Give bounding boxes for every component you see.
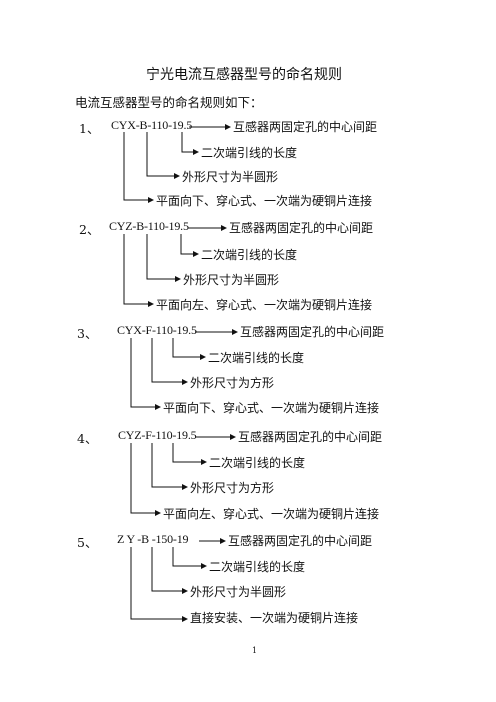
- bracket-shape: [151, 338, 188, 385]
- desc-lead-length: 二次端引线的长度: [209, 456, 306, 470]
- item-number: 2、: [79, 222, 100, 237]
- model-code: Z Y -B -150-19: [117, 532, 189, 546]
- bracket-mount: [130, 338, 161, 410]
- desc-mounting: 平面向下、穿心式、一次端为硬铜片连接: [163, 401, 380, 415]
- bracket-shape: [146, 132, 180, 179]
- bracket-shape: [146, 234, 181, 282]
- bracket-mount: [130, 443, 161, 516]
- desc-lead-length: 二次端引线的长度: [208, 351, 305, 365]
- bracket-mount: [123, 234, 154, 307]
- bracket-lead: [180, 234, 199, 257]
- page-title: 宁光电流互感器型号的命名规则: [146, 67, 342, 83]
- desc-lead-length: 二次端引线的长度: [201, 248, 298, 262]
- bracket-shape: [151, 547, 188, 594]
- desc-mounting: 平面向下、穿心式、一次端为硬铜片连接: [156, 194, 373, 208]
- bracket-lead: [172, 547, 207, 569]
- model-code: CYZ-F-110-19.5: [118, 428, 197, 442]
- item-number: 3、: [77, 326, 98, 341]
- desc-lead-length: 二次端引线的长度: [209, 560, 306, 574]
- desc-mounting: 平面向左、穿心式、一次端为硬铜片连接: [163, 507, 380, 521]
- desc-hole-distance: 互感器两固定孔的中心间距: [229, 221, 374, 235]
- desc-hole-distance: 互感器两固定孔的中心间距: [240, 325, 385, 339]
- model-code: CYX-B-110-19.5: [111, 118, 193, 132]
- item-number: 1、: [79, 121, 100, 136]
- desc-mounting: 直接安装、一次端为硬铜片连接: [190, 611, 359, 625]
- desc-hole-distance: 互感器两固定孔的中心间距: [228, 534, 373, 548]
- model-code: CYX-F-110-19.5: [117, 323, 197, 337]
- bracket-lead: [172, 338, 206, 360]
- bracket-lead: [172, 443, 207, 465]
- desc-shape: 外形尺寸为半圆形: [182, 170, 279, 184]
- desc-shape: 外形尺寸为半圆形: [183, 273, 280, 287]
- item-number: 5、: [77, 535, 98, 550]
- model-code: CYZ-B-110-19.5: [109, 219, 189, 233]
- page-number: 1: [252, 646, 258, 655]
- desc-lead-length: 二次端引线的长度: [201, 146, 298, 160]
- desc-shape: 外形尺寸为方形: [190, 481, 275, 495]
- bracket-shape: [151, 443, 188, 490]
- desc-hole-distance: 互感器两固定孔的中心间距: [238, 430, 383, 444]
- desc-mounting: 平面向左、穿心式、一次端为硬铜片连接: [156, 298, 373, 312]
- bracket-mount: [123, 132, 154, 203]
- desc-hole-distance: 互感器两固定孔的中心间距: [233, 120, 378, 134]
- bracket-lead: [181, 132, 199, 155]
- intro-text: 电流互感器型号的命名规则如下：: [75, 95, 263, 110]
- item-number: 4、: [77, 431, 98, 446]
- bracket-mount: [130, 547, 188, 622]
- desc-shape: 外形尺寸为半圆形: [190, 585, 287, 599]
- desc-shape: 外形尺寸为方形: [190, 376, 275, 390]
